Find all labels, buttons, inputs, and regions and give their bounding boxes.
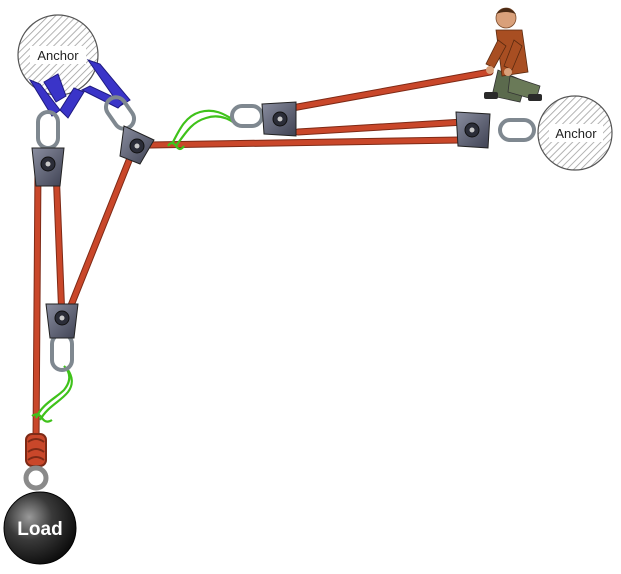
carabiner-right-anchor <box>498 118 536 142</box>
carabiner-traveling <box>50 332 74 372</box>
person-hauling-icon <box>484 7 542 103</box>
prusik-cord-lower <box>31 365 73 423</box>
anchor-label: Anchor <box>37 48 79 63</box>
load-sphere-icon <box>3 491 77 565</box>
rope-main <box>32 68 494 444</box>
figure-eight-knot <box>25 433 47 467</box>
carabiner-top-right <box>103 95 137 131</box>
load: Load <box>3 491 77 565</box>
load-label: Load <box>17 519 62 540</box>
pulley-traveling <box>45 303 79 339</box>
prusik-cord-upper <box>167 109 237 151</box>
anchor-top-left: Anchor <box>17 14 99 96</box>
anchor-right: Anchor <box>537 95 613 171</box>
pulley-right <box>455 111 491 149</box>
carabiner-top-left <box>36 110 60 150</box>
carabiner-upper-pulley <box>230 104 264 128</box>
pulley-redirect <box>119 125 155 165</box>
anchor-sling <box>28 59 131 119</box>
pulley-top-left <box>31 147 65 187</box>
pulley-upper <box>261 101 297 137</box>
load-ring <box>23 465 49 491</box>
anchor-label: Anchor <box>555 126 597 141</box>
